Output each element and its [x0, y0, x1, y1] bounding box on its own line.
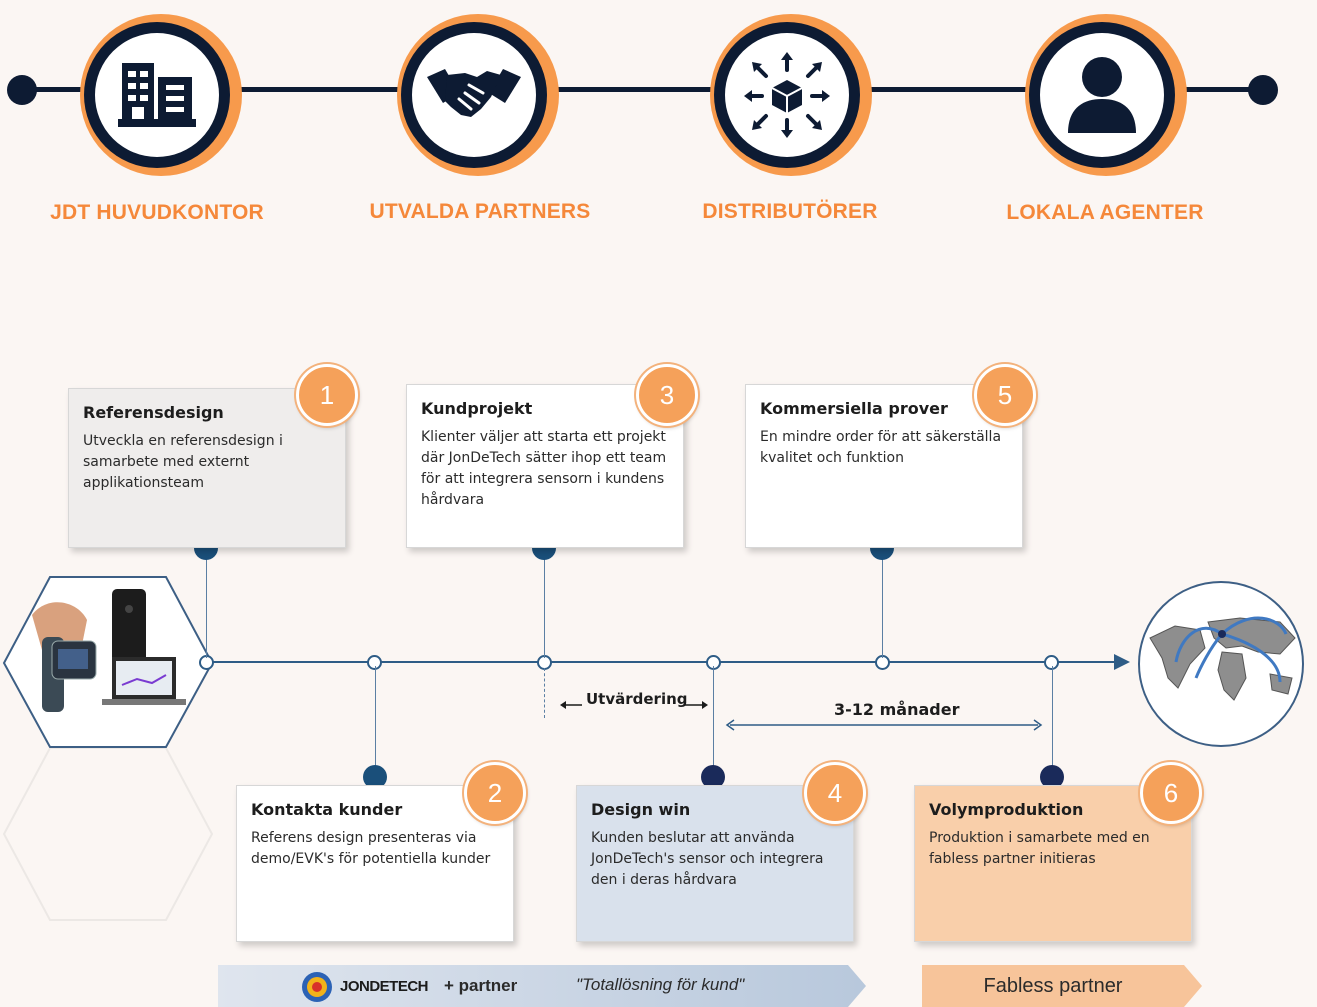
- step-title: Kundprojekt: [421, 399, 533, 418]
- timeline-arrowhead: [1114, 654, 1130, 670]
- step-text: Referens design presenteras via demo/EVK…: [251, 830, 491, 867]
- step-title: Kommersiella prover: [760, 399, 948, 418]
- step-card-5: Kommersiella prover En mindre order för …: [745, 384, 1023, 548]
- handshake-icon: [427, 69, 521, 117]
- channel-circle-headquarters: [80, 14, 242, 176]
- channel-label-distributors: DISTRIBUTÖRER: [702, 200, 878, 223]
- channel-label-partners: UTVALDA PARTNERS: [369, 200, 591, 223]
- step-number-badge: 1: [296, 364, 358, 426]
- channel-label-agents: LOKALA AGENTER: [1006, 201, 1204, 224]
- step-number-badge: 2: [464, 762, 526, 824]
- jondetech-banner-bg: [218, 965, 866, 1007]
- connector-line: [544, 548, 545, 658]
- step-text: Produktion i samarbete med en fabless pa…: [929, 830, 1150, 867]
- connector-line: [375, 666, 376, 776]
- evaluation-left-arrow: [560, 701, 582, 709]
- evaluation-dashed-line: [544, 668, 545, 718]
- step-text: Klienter väljer att starta ett projekt d…: [421, 429, 667, 508]
- step-number-badge: 4: [804, 762, 866, 824]
- connector-line: [713, 666, 714, 776]
- jondetech-brand-text: JONDETECH: [340, 978, 429, 995]
- step-card-3: Kundprojekt Klienter väljer att starta e…: [406, 384, 684, 548]
- channel-circle-distributors: [710, 14, 872, 176]
- step-number-badge: 3: [636, 364, 698, 426]
- step-title: Design win: [591, 800, 691, 819]
- step-text: Utveckla en referensdesign i samarbete m…: [83, 433, 283, 491]
- step-title: Referensdesign: [83, 403, 224, 422]
- person-icon: [1068, 57, 1136, 133]
- channel-connector-line: [22, 87, 1262, 92]
- connector-line: [1052, 666, 1053, 776]
- step-card-1: Referensdesign Utveckla en referensdesig…: [68, 388, 346, 548]
- evaluation-label: Utvärdering: [586, 690, 688, 708]
- timeline-axis: [205, 661, 1120, 663]
- connector-line: [206, 548, 207, 658]
- channel-label-headquarters: JDT HUVUDKONTOR: [50, 201, 264, 224]
- channel-circle-partners: [397, 14, 559, 176]
- duration-label: 3-12 månader: [834, 700, 960, 719]
- channel-start-dot: [7, 75, 37, 105]
- channel-end-dot: [1248, 75, 1278, 105]
- duration-span-arrow: [725, 719, 1043, 731]
- step-card-4: Design win Kunden beslutar att använda J…: [576, 785, 854, 942]
- distribution-box-icon: [744, 52, 830, 138]
- evaluation-right-arrow: [684, 701, 708, 709]
- banner-quote: "Totallösning för kund": [576, 975, 745, 994]
- world-map-circle: [1138, 581, 1304, 747]
- fabless-banner-label: Fabless partner: [983, 975, 1123, 997]
- step-title: Volymproduktion: [929, 800, 1084, 819]
- step-text: En mindre order för att säkerställa kval…: [760, 429, 1002, 466]
- step-number-badge: 5: [974, 364, 1036, 426]
- step-title: Kontakta kunder: [251, 800, 403, 819]
- hexagon-reflection: [2, 748, 214, 921]
- fabless-banner-bg: [922, 965, 1202, 1007]
- banner-partner-text: + partner: [444, 976, 518, 995]
- jondetech-logo-icon: [302, 972, 332, 1002]
- devices-hexagon: [2, 576, 214, 748]
- timeline-tick: [367, 655, 382, 670]
- step-text: Kunden beslutar att använda JonDeTech's …: [591, 830, 824, 888]
- timeline-tick: [1044, 655, 1059, 670]
- step-number-badge: 6: [1140, 762, 1202, 824]
- office-building-icon: [118, 63, 196, 127]
- channel-circle-agents: [1025, 14, 1187, 176]
- connector-line: [882, 548, 883, 658]
- step-card-2: Kontakta kunder Referens design presente…: [236, 785, 514, 942]
